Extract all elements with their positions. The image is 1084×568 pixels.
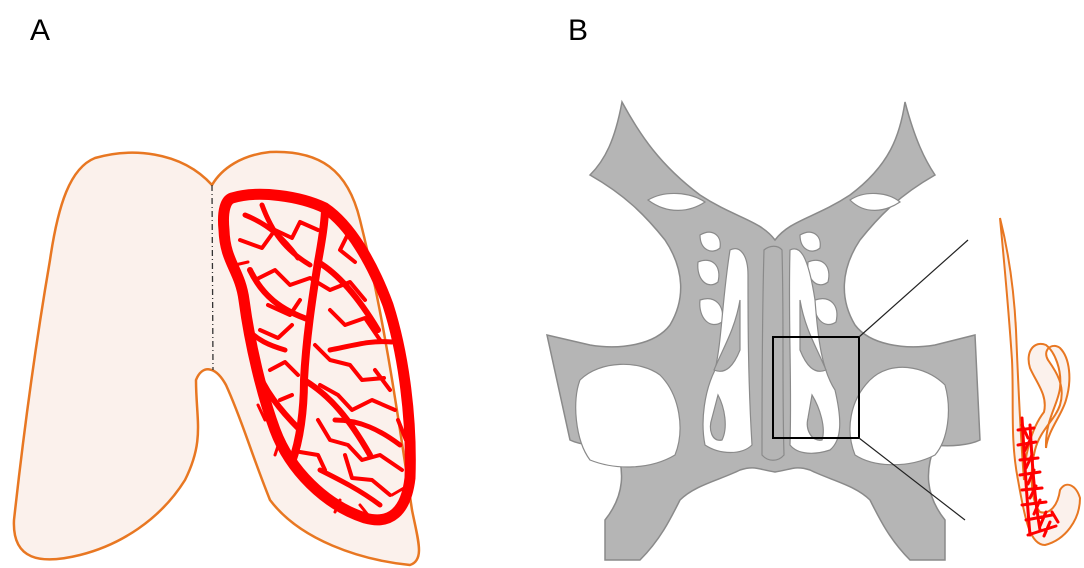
zoom-connector-top [859, 240, 968, 337]
orbit-left [576, 364, 680, 467]
lungs-diagram [14, 152, 419, 565]
magnified-turbinate [1000, 218, 1080, 545]
lungs-outline [14, 152, 419, 565]
nasal-cavity-diagram [547, 102, 1080, 560]
turbinate-mucosa-outline [1000, 218, 1080, 545]
